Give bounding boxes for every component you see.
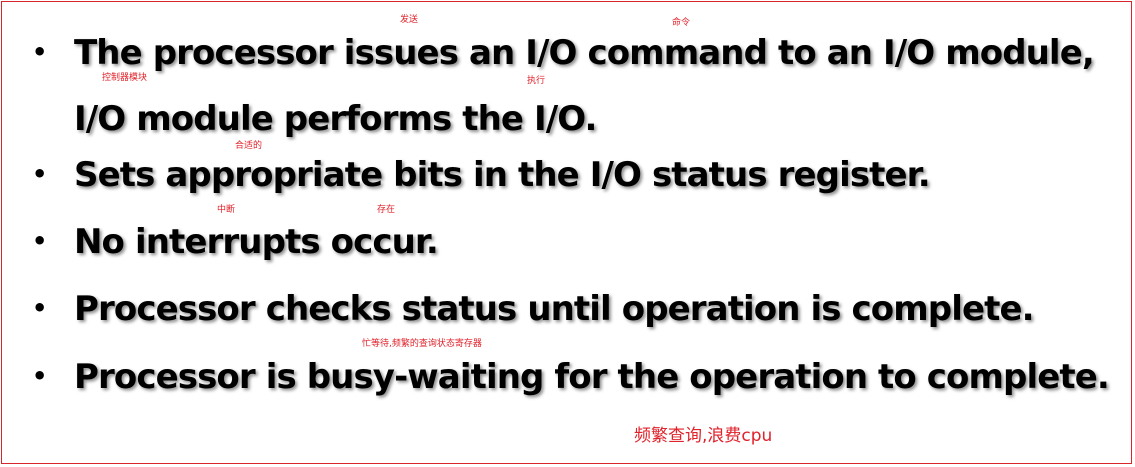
annotation-cunzai: 存在 xyxy=(377,205,396,215)
bullet-dot: • xyxy=(32,227,48,255)
annotation-fasong: 发送 xyxy=(400,15,419,25)
bullet-text: Sets appropriate bits in the I/O status … xyxy=(74,155,931,195)
bullet-dot: • xyxy=(32,38,48,66)
annotation-mingling: 命令 xyxy=(672,18,691,28)
annotation-zhixing: 执行 xyxy=(527,76,546,86)
annotation-kongzhiqi: 控制器模块 xyxy=(102,73,148,83)
annotation-mangdeng: 忙等待,频繁的查询状态寄存器 xyxy=(362,339,482,349)
bullet-dot: • xyxy=(32,362,48,390)
bullet-text: Processor checks status until operation … xyxy=(74,289,1035,329)
bullet-text: Processor is busy-waiting for the operat… xyxy=(74,357,1110,397)
bullet-text: The processor issues an I/O command to a… xyxy=(74,33,1095,139)
annotation-pinfan: 频繁查询,浪费cpu xyxy=(634,426,773,446)
bullet-dot: • xyxy=(32,160,48,188)
bullet-dot: • xyxy=(32,294,48,322)
annotation-heshi: 合适的 xyxy=(235,141,263,151)
bullet-text: No interrupts occur. xyxy=(74,222,439,262)
annotation-zhongduan: 中断 xyxy=(217,205,236,215)
